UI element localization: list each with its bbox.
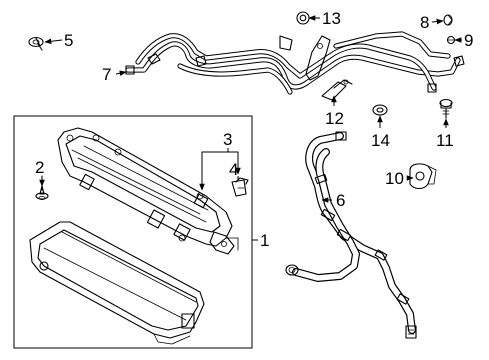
- callout-3: 3: [223, 130, 232, 149]
- callout-6: 6: [336, 191, 345, 210]
- callout-10: 10: [385, 169, 404, 188]
- cooler-bracket: [57, 127, 239, 255]
- connector-12: [321, 79, 353, 101]
- fastener-9: [446, 35, 456, 45]
- assembly-box: [13, 115, 253, 349]
- bracket-10: [409, 163, 437, 190]
- callout-12: 12: [325, 109, 344, 128]
- callout-14: 14: [371, 131, 390, 150]
- callout-13: 13: [322, 9, 341, 28]
- callout-2: 2: [35, 158, 44, 177]
- callout-5: 5: [64, 31, 73, 50]
- clip-4: [231, 177, 249, 197]
- bolt-2: [35, 175, 49, 200]
- cooler-tray: [29, 221, 205, 345]
- callout-7: 7: [102, 65, 111, 84]
- washer-14: [372, 104, 388, 116]
- callout-9: 9: [464, 31, 473, 50]
- leader-lines: [39, 15, 462, 241]
- upper-pipe-7: [125, 31, 465, 95]
- callout-8: 8: [420, 13, 429, 32]
- callout-11: 11: [436, 131, 454, 150]
- fastener-8: [443, 14, 453, 26]
- bolt-5: [28, 36, 44, 51]
- bolt-11: [439, 98, 453, 119]
- lower-hose-6: [285, 131, 417, 339]
- callout-1: 1: [260, 231, 269, 250]
- nut-13: [296, 11, 310, 25]
- callout-4: 4: [229, 160, 238, 179]
